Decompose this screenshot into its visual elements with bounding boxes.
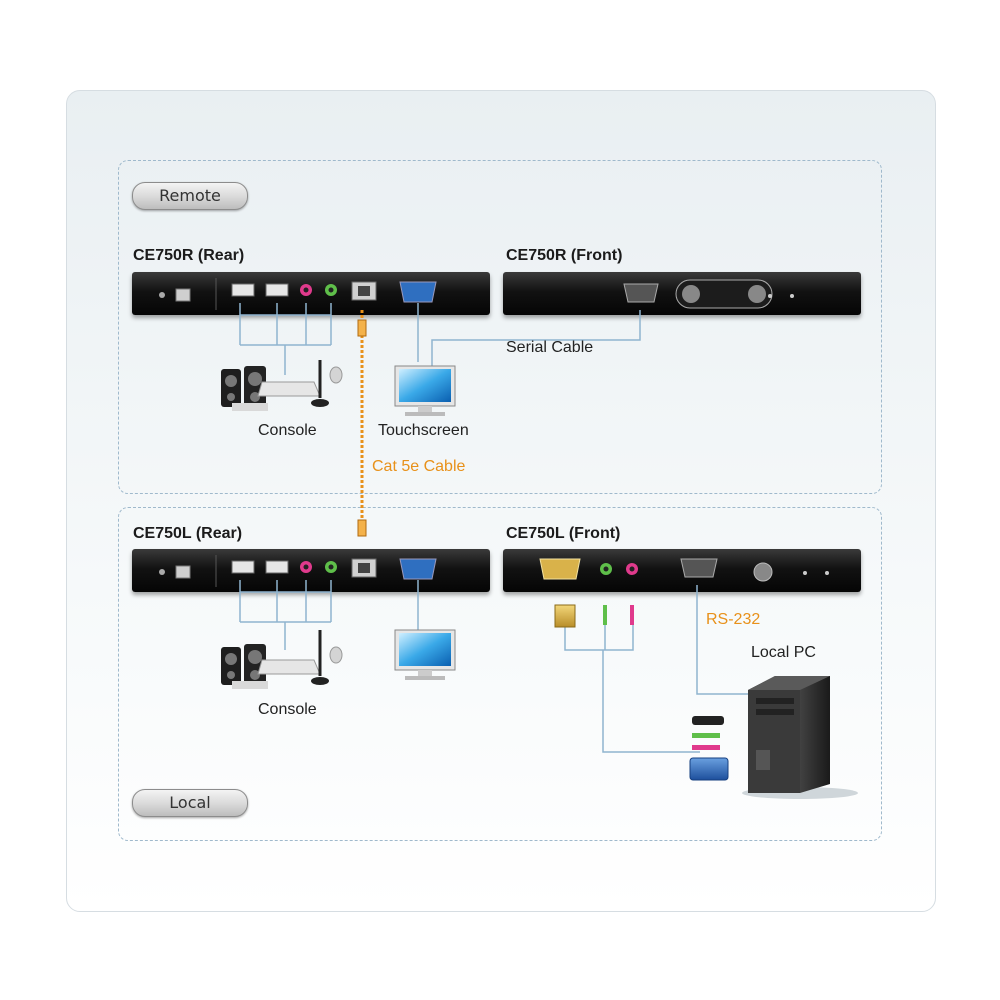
local-zone-label: Local	[132, 789, 248, 817]
remote-zone	[118, 160, 882, 494]
console-remote-icon	[221, 360, 343, 411]
cpu-vga-port-icon	[539, 558, 581, 580]
console-remote-label: Console	[258, 422, 317, 439]
usb-port-icon	[265, 560, 289, 574]
audio-plug-green-icon	[692, 733, 720, 738]
ce750l-front-ports	[539, 558, 829, 582]
touchscreen-label: Touchscreen	[378, 422, 469, 439]
rs232-label: RS-232	[706, 611, 761, 628]
usb-port-icon	[231, 283, 255, 297]
cat5e-cable	[357, 310, 367, 537]
av-button-icon	[753, 562, 773, 582]
vga-port-icon	[399, 558, 437, 580]
rs232-port-icon	[680, 558, 718, 578]
pc-connectors	[689, 716, 729, 781]
cat5e-cable-label: Cat 5e Cable	[372, 458, 466, 475]
ce750l-rear-ports	[159, 555, 437, 587]
power-jack-icon	[175, 565, 191, 579]
ce750l-rear-title: CE750L (Rear)	[133, 525, 243, 542]
console-local-icon	[221, 630, 343, 689]
kvm-cable-connectors	[554, 604, 634, 628]
local-monitor-icon	[394, 629, 456, 680]
usb-plug-icon	[692, 716, 724, 725]
usb-port-icon	[265, 283, 289, 297]
power-jack-icon	[175, 288, 191, 302]
ce750l-front-title: CE750L (Front)	[506, 525, 621, 542]
rs232-port-icon	[623, 283, 659, 303]
remote-touchscreen-wires	[417, 303, 641, 372]
vga-plug-icon	[689, 757, 729, 781]
serial-cable-label: Serial Cable	[506, 339, 594, 356]
local-zone	[118, 507, 882, 841]
usb-port-icon	[231, 560, 255, 574]
ce750r-front-ports	[623, 279, 794, 309]
remote-console-wires	[239, 303, 332, 375]
local-pc-label: Local PC	[751, 644, 816, 661]
local-pc-wires	[564, 585, 752, 753]
vga-port-icon	[399, 281, 437, 303]
ce750r-front-title: CE750R (Front)	[506, 247, 623, 264]
ce750r-rear-title: CE750R (Rear)	[133, 247, 245, 264]
console-local-label: Console	[258, 701, 317, 718]
local-pc-icon	[742, 676, 858, 799]
audio-plug-pink-icon	[692, 745, 720, 750]
picture-compensation-knobs	[675, 279, 773, 309]
ce750r-rear-ports	[159, 278, 437, 310]
touchscreen-icon	[394, 365, 456, 416]
local-console-wires	[239, 580, 419, 650]
remote-zone-label: Remote	[132, 182, 248, 210]
